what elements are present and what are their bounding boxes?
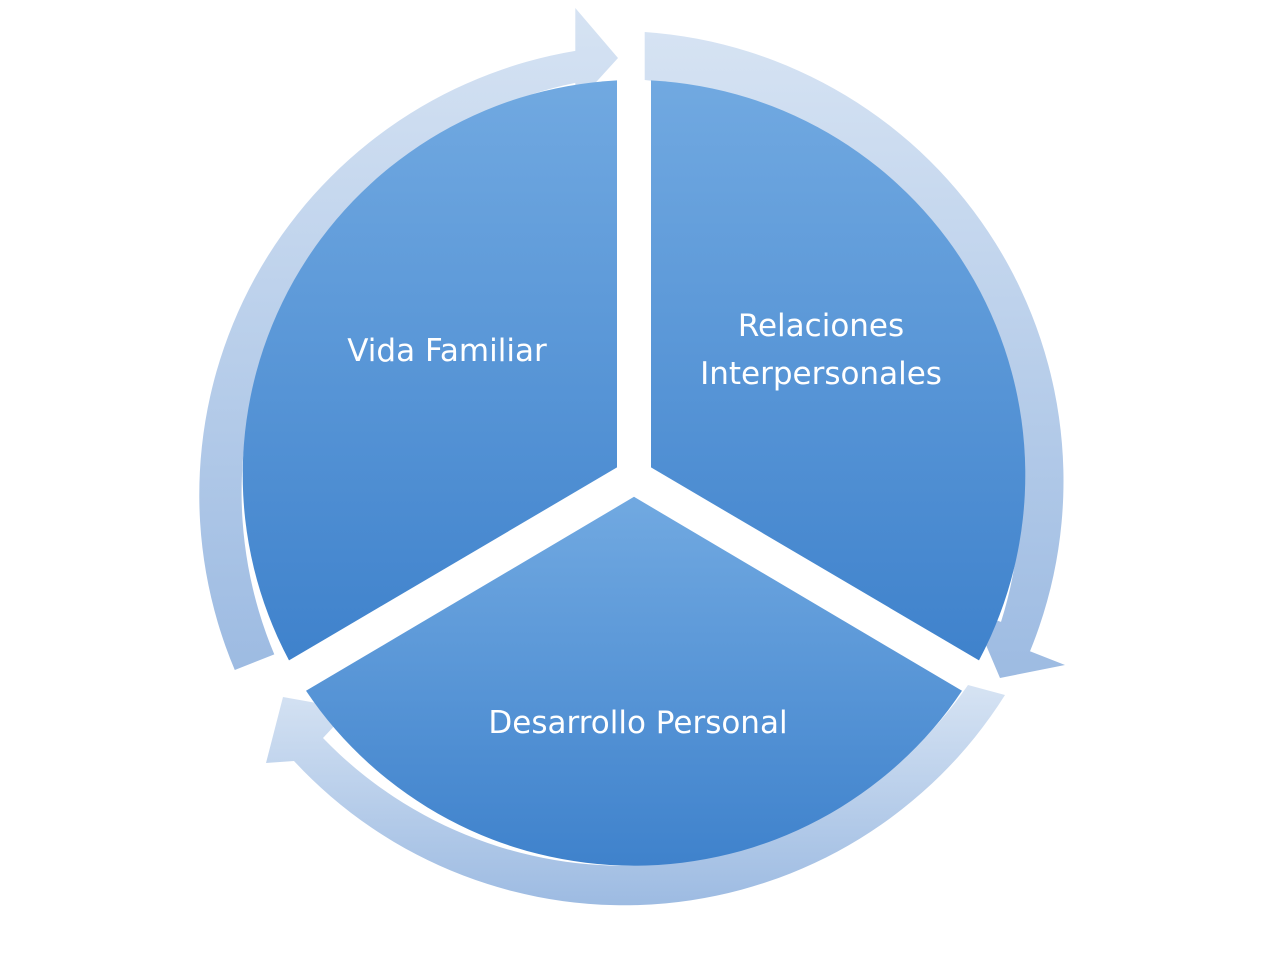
label-relaciones-line1: Relaciones [738, 308, 904, 344]
cycle-arrow-desarrollo [266, 685, 1005, 906]
label-desarrollo-personal: Desarrollo Personal [488, 705, 787, 741]
segment-labels: Vida Familiar Relaciones Interpersonales… [347, 308, 942, 741]
label-vida-familiar: Vida Familiar [347, 333, 547, 369]
segment-relaciones-interpersonales [651, 80, 1026, 661]
cycle-segments [242, 80, 1026, 866]
cycle-arrow-vida-familiar [199, 8, 618, 670]
label-relaciones-line2: Interpersonales [700, 356, 942, 392]
segment-desarrollo-personal [306, 496, 962, 866]
segment-vida-familiar [242, 80, 617, 661]
